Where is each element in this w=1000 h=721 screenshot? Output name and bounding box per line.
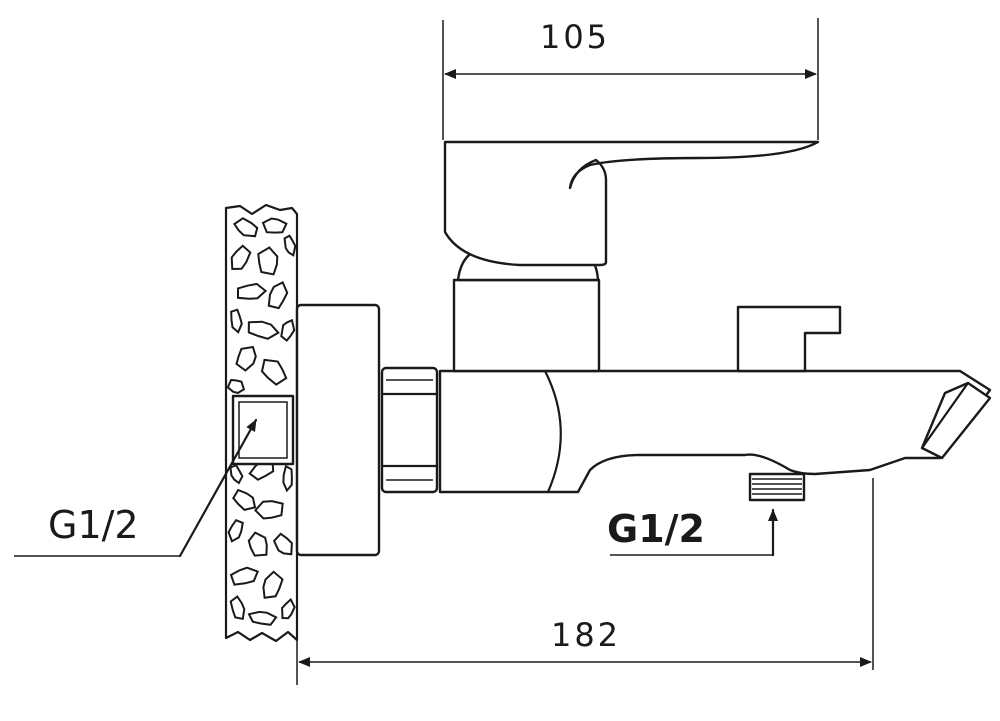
wall-stone (227, 518, 244, 543)
wall-inlet-square (231, 394, 295, 466)
wall-stone (230, 244, 252, 271)
dimension-182: 182 (296, 478, 874, 685)
wall-stone (226, 378, 246, 394)
wall-flange (295, 303, 381, 557)
outlet-thread-leader: G1/2 (607, 507, 778, 557)
wall-stone (283, 234, 297, 257)
wall-thread-label: G1/2 (48, 503, 139, 547)
wall-stone (281, 597, 296, 620)
outlet-thread (748, 472, 806, 502)
wall-stone (261, 217, 288, 234)
wall-stone (260, 358, 288, 386)
wall-stone (229, 595, 246, 620)
wall-section (224, 203, 299, 643)
mixer-body (438, 369, 992, 494)
dimension-182-label: 182 (551, 616, 621, 654)
wall-thread-leader: G1/2 (14, 418, 258, 558)
wall-stone (232, 488, 257, 512)
wall-stone (247, 320, 280, 340)
cartridge-housing (452, 278, 601, 373)
wall-stone (229, 463, 244, 485)
diverter-knob (736, 305, 842, 373)
dimension-105-label: 105 (540, 18, 610, 56)
wall-stone (262, 570, 284, 599)
wall-stone (248, 460, 275, 481)
wall-stone (267, 281, 289, 310)
wall-stone (229, 566, 260, 586)
lever-handle (443, 140, 820, 267)
wall-stone (253, 500, 284, 520)
hex-nut (380, 366, 439, 494)
wall-stone (233, 217, 259, 238)
wall-stone (230, 308, 243, 334)
wall-stone (280, 318, 296, 342)
wall-stone (235, 345, 257, 372)
dimension-105: 105 (442, 18, 819, 140)
outlet-thread-label: G1/2 (607, 507, 705, 551)
wall-stone (247, 610, 278, 626)
wall-stone (247, 531, 268, 557)
wall-stone (237, 282, 268, 300)
spout-aerator (920, 381, 992, 460)
wall-stones (226, 217, 297, 626)
wall-stone (272, 532, 293, 556)
wall-stone (282, 464, 293, 493)
wall-stone (257, 246, 279, 276)
